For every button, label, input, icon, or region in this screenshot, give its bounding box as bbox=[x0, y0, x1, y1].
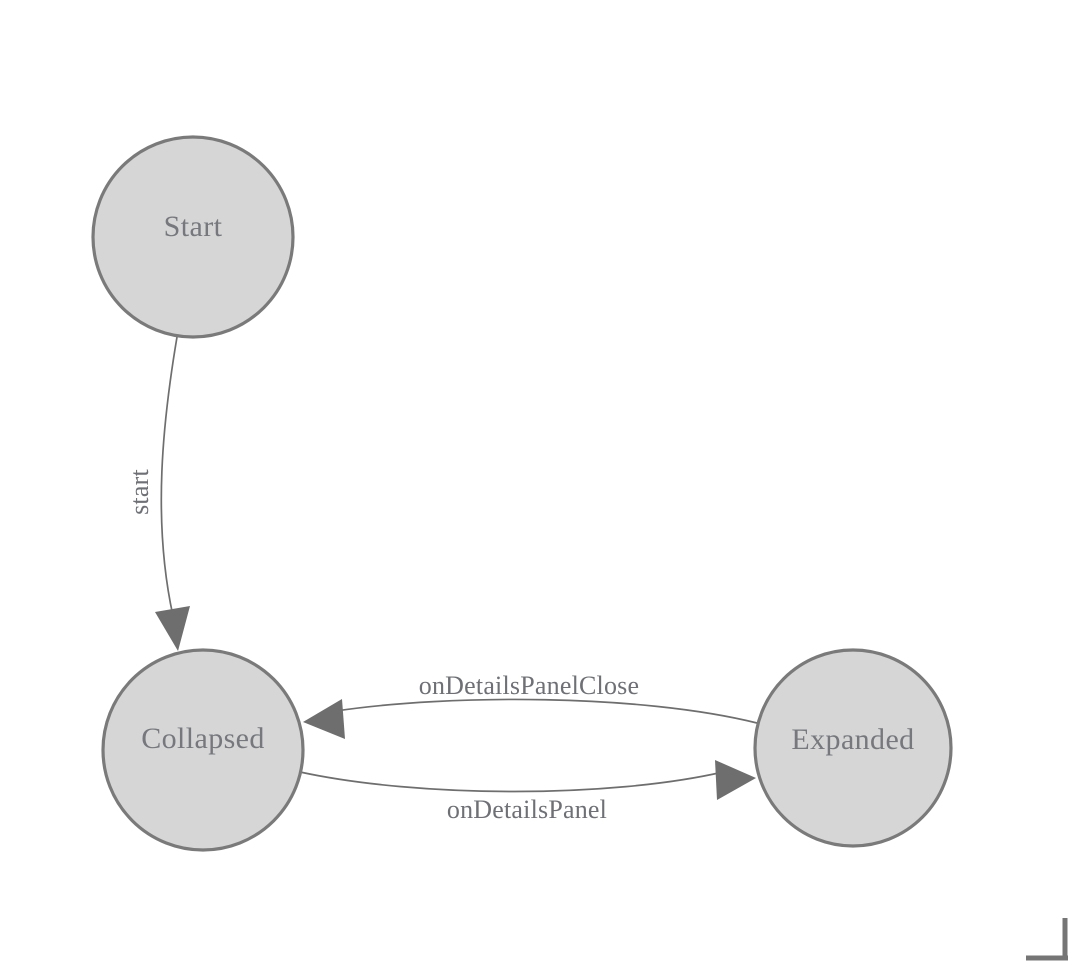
edge-expanded-collapsed-arrowhead bbox=[303, 699, 345, 739]
node-collapsed[interactable]: Collapsed bbox=[101, 648, 305, 852]
node-expanded-shape[interactable] bbox=[753, 648, 953, 848]
edge-expanded-collapsed[interactable] bbox=[303, 698, 758, 739]
node-start-shape[interactable] bbox=[91, 135, 295, 339]
edge-label-start: start bbox=[125, 469, 154, 515]
edge-start-collapsed-arrowhead bbox=[155, 606, 190, 651]
edge-start-collapsed[interactable] bbox=[155, 336, 190, 651]
node-expanded[interactable]: Expanded bbox=[753, 648, 953, 848]
edge-collapsed-expanded-path bbox=[299, 771, 724, 793]
node-collapsed-shape[interactable] bbox=[101, 648, 305, 852]
resize-corner-mark[interactable] bbox=[1026, 918, 1068, 961]
node-start-label: Start bbox=[164, 210, 223, 243]
edge-start-collapsed-path bbox=[160, 336, 178, 617]
node-expanded-label: Expanded bbox=[791, 723, 914, 756]
edge-collapsed-expanded-arrowhead bbox=[715, 760, 756, 800]
edge-collapsed-expanded[interactable] bbox=[299, 760, 756, 800]
node-start[interactable]: Start bbox=[91, 135, 295, 339]
edge-label-on-details-panel: onDetailsPanel bbox=[447, 795, 607, 824]
edge-expanded-collapsed-path bbox=[335, 698, 758, 724]
edge-label-on-details-panel-close: onDetailsPanelClose bbox=[419, 671, 639, 700]
node-collapsed-label: Collapsed bbox=[141, 722, 265, 755]
